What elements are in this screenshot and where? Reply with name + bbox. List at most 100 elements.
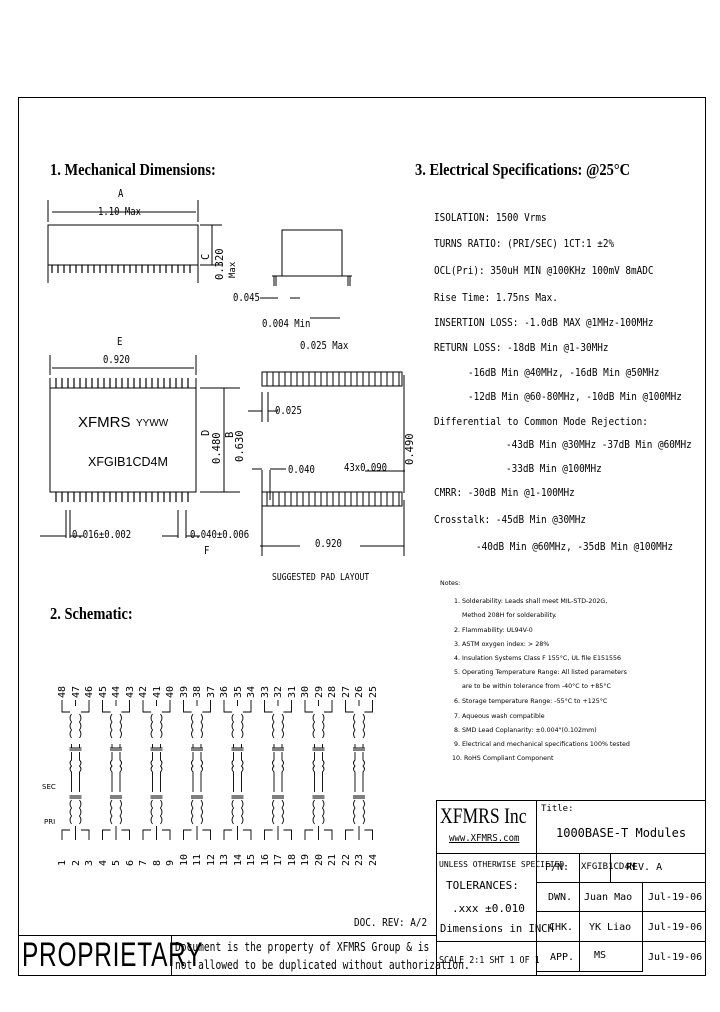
suggested-pads bbox=[261, 371, 403, 507]
sec-label: SEC bbox=[42, 783, 56, 791]
schematic-top-pin: 44 bbox=[111, 685, 122, 698]
pri-label: PRI bbox=[44, 818, 56, 826]
schematic-bottom-pin: 16 bbox=[259, 853, 271, 866]
section-electrical-title: 3. Electrical Specifications: @25°C bbox=[415, 160, 631, 179]
schematic-top-pin: 32 bbox=[273, 685, 284, 698]
tolerances-label: TOLERANCES: bbox=[446, 879, 519, 892]
schematic-bottom-pin: 13 bbox=[219, 853, 230, 866]
schematic-top-pin: 26 bbox=[354, 685, 365, 698]
transformer-circuits bbox=[61, 700, 373, 840]
note-9: 9. Electrical and mechanical specificati… bbox=[454, 741, 630, 748]
schematic-top-pin: 35 bbox=[232, 685, 244, 698]
section-schematic-title: 2. Schematic: bbox=[50, 604, 133, 623]
schematic-top-pin: 47 bbox=[70, 685, 82, 698]
dim-a-value: 1.10 Max bbox=[98, 206, 141, 218]
spec-crosstalk-2: -40dB Min @60MHz, -35dB Min @100MHz bbox=[476, 540, 674, 553]
pn-label: P/N: bbox=[545, 862, 570, 873]
schematic-top-pin: 25 bbox=[367, 685, 379, 698]
spec-cmrr: CMRR: -30dB Min @1-100MHz bbox=[434, 486, 575, 499]
dim-a-label: A bbox=[118, 188, 124, 200]
top-view-pins bbox=[51, 265, 191, 273]
schematic-top-pin: 39 bbox=[178, 685, 190, 698]
schematic-bottom-pin: 1 bbox=[57, 859, 68, 866]
pn-value: XFGIB1CD4M bbox=[581, 862, 636, 872]
prop-text-1: Document is the property of XFMRS Group … bbox=[175, 940, 430, 954]
spec-isolation: ISOLATION: 1500 Vrms bbox=[434, 211, 547, 224]
dim-side-004: 0.004 Min bbox=[262, 318, 311, 330]
spec-insertion-loss: INSERTION LOSS: -1.0dB MAX @1MHz-100MHz bbox=[434, 316, 654, 329]
app-name: MS bbox=[594, 950, 607, 961]
chip-date-code: YYWW bbox=[136, 418, 169, 429]
schematic-bottom-pin: 5 bbox=[111, 859, 122, 866]
schematic-top-pin: 34 bbox=[246, 685, 257, 698]
dim-tol2: 0.040±0.006 bbox=[190, 529, 250, 541]
schematic-top-pin: 45 bbox=[97, 685, 109, 698]
title-label: Title: bbox=[541, 804, 574, 814]
company-website[interactable]: www.XFMRS.com bbox=[449, 833, 520, 844]
spec-diff-cm: Differential to Common Mode Rejection: bbox=[434, 415, 648, 428]
note-5: 5. Operating Temperature Range: All list… bbox=[454, 669, 627, 676]
dwn-name: Juan Mao bbox=[584, 892, 633, 903]
dimensions-in: Dimensions in INCH bbox=[440, 923, 554, 935]
note-1b: Method 208H for solderability. bbox=[462, 612, 557, 619]
note-10: 10. RoHS Compliant Component bbox=[452, 755, 554, 762]
scale-value: SCALE 2:1 SHT 1 OF 1 bbox=[439, 955, 540, 966]
rev-value: REV. A bbox=[626, 862, 663, 873]
schematic-bottom-pin: 15 bbox=[246, 853, 257, 866]
schematic-bottom-pin: 22 bbox=[340, 853, 352, 866]
company-name: XFMRS Inc bbox=[440, 803, 527, 828]
schematic-bottom-pin: 24 bbox=[367, 853, 379, 866]
schematic-bottom-pin: 10 bbox=[178, 853, 190, 866]
dim-pad-920: 0.920 bbox=[315, 538, 342, 550]
schematic-top-pin: 28 bbox=[327, 685, 338, 698]
spec-rise-time: Rise Time: 1.75ns Max. bbox=[434, 291, 558, 304]
note-2: 2. Flammability: UL94V-0 bbox=[454, 627, 533, 634]
schematic-top-pin: 38 bbox=[192, 685, 203, 698]
dim-tol1: 0.016±0.002 bbox=[72, 529, 132, 541]
schematic-bottom-pin: 7 bbox=[138, 859, 149, 866]
note-7: 7. Aqueous wash compatible bbox=[454, 713, 545, 720]
proprietary-label: PROPRIETARY bbox=[22, 936, 204, 974]
section-mechanical-title: 1. Mechanical Dimensions: bbox=[50, 160, 216, 179]
schematic-bottom-pin: 20 bbox=[313, 853, 325, 866]
schematic-bottom-pin: 17 bbox=[273, 853, 284, 866]
note-8: 8. SMD Lead Coplanarity: ±0.004"(0.102mm… bbox=[454, 727, 597, 734]
schematic-bottom-pin: 2 bbox=[70, 859, 82, 866]
schematic-top-pin: 33 bbox=[259, 685, 271, 698]
schematic-bottom-pin: 18 bbox=[286, 853, 298, 866]
schematic-top-pin: 29 bbox=[313, 685, 325, 698]
dim-e-value: 0.920 bbox=[103, 354, 130, 366]
schematic-bottom-pin: 3 bbox=[84, 859, 95, 866]
prop-text-2: not allowed to be duplicated without aut… bbox=[175, 958, 470, 972]
schematic-bottom-pin: 8 bbox=[151, 859, 163, 866]
dim-side-045: 0.045 bbox=[233, 292, 260, 304]
schematic-top-pin: 40 bbox=[165, 685, 176, 698]
schematic-top-pin: 41 bbox=[151, 685, 163, 698]
app-label: APP. bbox=[550, 952, 575, 963]
schematic-top-pin: 46 bbox=[84, 685, 95, 698]
dim-side-025: 0.025 Max bbox=[300, 340, 349, 352]
dim-pad-040: 0.040 bbox=[288, 464, 315, 476]
schematic-bottom-pin: 23 bbox=[354, 853, 365, 866]
chk-label: CHK. bbox=[549, 922, 574, 933]
schematic-bottom-pin: 4 bbox=[97, 859, 109, 866]
spec-return-loss-3: -12dB Min @60-80MHz, -10dB Min @100MHz bbox=[468, 390, 682, 403]
chk-row bbox=[536, 911, 706, 942]
dim-e-label: E bbox=[117, 336, 123, 348]
schematic-top-pin: 42 bbox=[138, 685, 149, 698]
tolerance-value: .xxx ±0.010 bbox=[452, 902, 525, 915]
note-1: 1. Solderability: Leads shall meet MIL-S… bbox=[454, 598, 608, 605]
dim-f-label: F bbox=[204, 545, 210, 557]
schematic-top-pin: 36 bbox=[219, 685, 230, 698]
schematic-bottom-pin: 11 bbox=[192, 853, 203, 866]
spec-diff-cm-2: -43dB Min @30MHz -37dB Min @60MHz bbox=[506, 438, 692, 451]
chip-part-number: XFGIB1CD4M bbox=[88, 455, 168, 469]
schematic-top-pin: 43 bbox=[124, 685, 136, 698]
schematic-top-pin: 48 bbox=[57, 685, 68, 698]
spec-ocl: OCL(Pri): 350uH MIN @100KHz 100mV 8mADC bbox=[434, 264, 654, 277]
schematic-bottom-pin: 19 bbox=[300, 853, 311, 866]
note-3: 3. ASTM oxygen index: > 28% bbox=[454, 641, 550, 648]
chk-name: YK Liao bbox=[589, 922, 632, 933]
